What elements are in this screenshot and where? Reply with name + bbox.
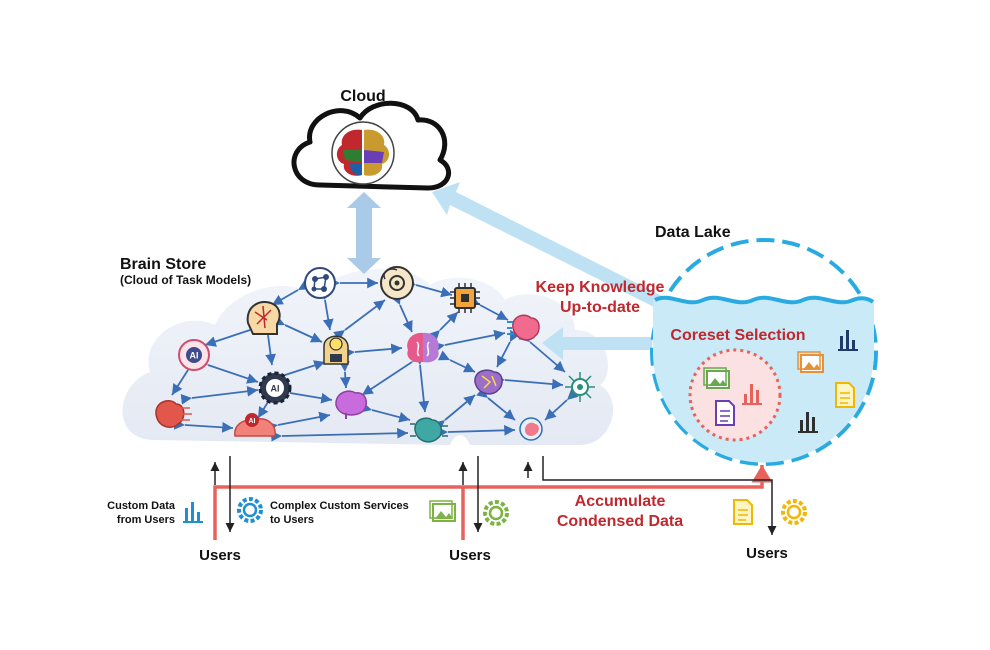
colorful-brain-icon [407, 332, 439, 363]
gear-icon [483, 500, 509, 526]
lake-to-cloud-arrow [432, 182, 670, 312]
bar-chart-icon [183, 502, 203, 523]
neural-circuit-icon [304, 267, 336, 299]
cloud-store-link-arrow [347, 192, 381, 274]
lake-to-store-arrow [542, 327, 660, 360]
gear-icon [237, 497, 263, 523]
complex-services-label: Complex Custom Services [270, 500, 409, 512]
bar-chart-icon [798, 412, 818, 433]
ai-brain-icon: AI [178, 339, 210, 371]
coreset-selection-label: Coreset Selection [670, 327, 805, 344]
data-lake [650, 238, 878, 466]
document-icon [733, 499, 753, 525]
users-label-2: Users [449, 547, 491, 564]
coreset-circle [688, 348, 782, 442]
purple-brain-icon [335, 390, 368, 419]
image-icon [703, 367, 730, 389]
circuit-head-icon [246, 301, 281, 335]
teal-brain-icon [410, 417, 448, 443]
brain-chip-icon: AI [234, 413, 276, 437]
custom-data-label: Custom Data [107, 500, 176, 512]
users-label-1: Users [199, 547, 241, 564]
red-brain-icon [155, 400, 192, 428]
ai-badge-text: AI [190, 351, 199, 361]
user-flow-arrows [210, 456, 777, 535]
brain-gear-icon [380, 266, 414, 300]
up-to-date-label: Up-to-date [560, 299, 640, 316]
ai-gear-icon: AI [258, 371, 292, 405]
pink-brain-icon [507, 314, 540, 341]
lightbulb-head-icon [323, 335, 349, 365]
document-icon [835, 382, 855, 408]
cloud-brain-icon [331, 121, 395, 185]
node-network-arrows [171, 276, 579, 442]
users-label-3: Users [746, 545, 788, 562]
document-icon [715, 400, 735, 426]
image-icon [797, 351, 824, 373]
circuit-brain-icon [474, 369, 503, 395]
cloud-label: Cloud [340, 88, 385, 105]
from-users-label: from Users [117, 514, 175, 526]
image-icon [429, 500, 456, 522]
brain-store-subtitle: (Cloud of Task Models) [120, 273, 251, 287]
to-users-label: to Users [270, 514, 314, 526]
bar-chart-icon [742, 384, 762, 405]
ai-gear-text: AI [271, 384, 280, 394]
bar-chart-icon [838, 330, 858, 351]
data-lake-label: Data Lake [655, 224, 731, 241]
condensed-data-label: Condensed Data [557, 513, 683, 530]
accumulate-flow-line [213, 465, 773, 540]
network-icon [565, 372, 595, 402]
keep-knowledge-label: Keep Knowledge [536, 279, 665, 296]
ai-chip-text: AI [249, 418, 256, 425]
gear-icon [781, 499, 807, 525]
accumulate-label: Accumulate [575, 493, 666, 510]
small-brain-icon [519, 417, 543, 441]
brain-store-label: Brain Store [120, 256, 206, 273]
chip-icon [450, 283, 480, 313]
